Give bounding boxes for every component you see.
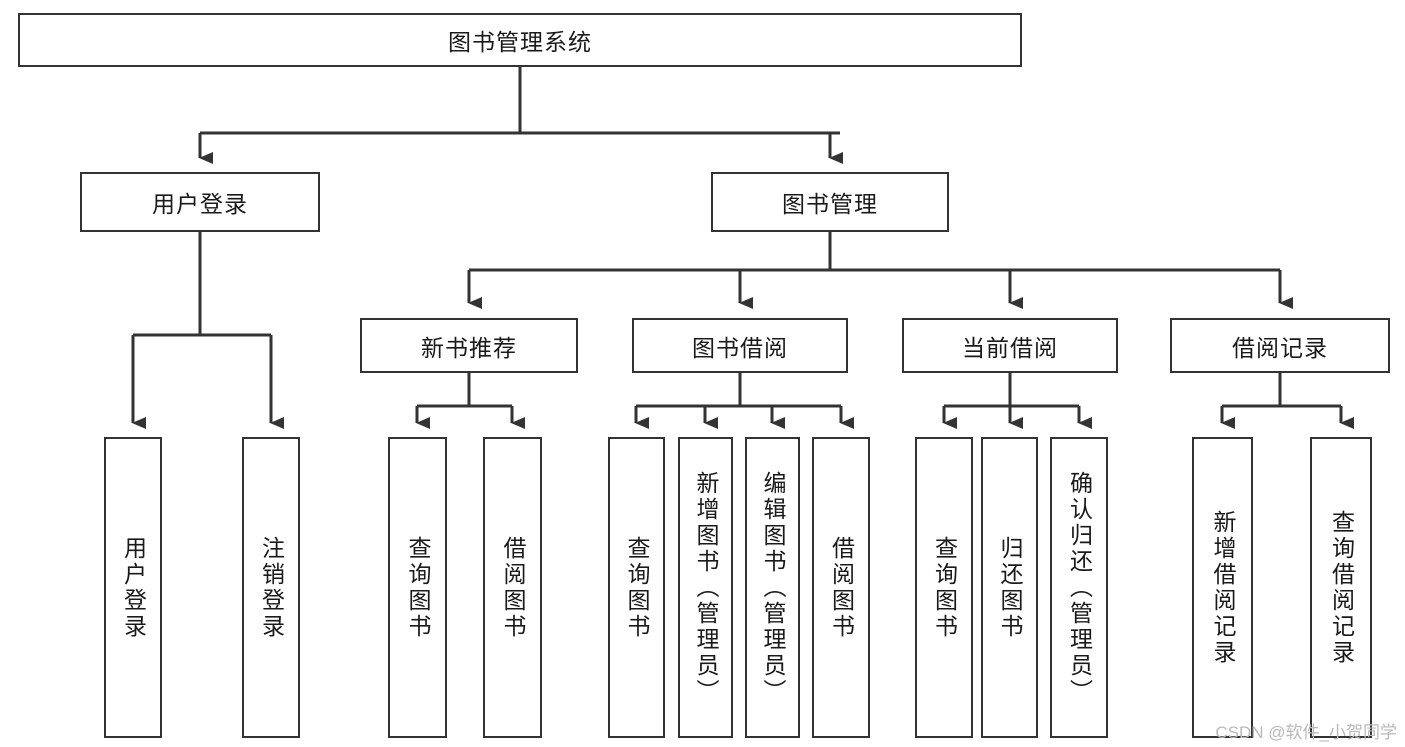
node-label: 查询图书 <box>931 535 958 640</box>
node-leaf-query-borrow-record[interactable]: 查询借阅记录 <box>1310 437 1372 738</box>
node-label: 新书推荐 <box>421 334 517 361</box>
node-leaf-edit-book[interactable]: 编辑图书（管理员） <box>745 437 800 738</box>
node-user-login[interactable]: 用户登录 <box>80 172 320 232</box>
node-label: 图书管理 <box>782 191 878 217</box>
node-leaf-borrow-book-1[interactable]: 借阅图书 <box>483 437 542 738</box>
node-leaf-add-book[interactable]: 新增图书（管理员） <box>678 437 733 738</box>
node-label: 查询图书 <box>624 535 650 640</box>
node-label: 查询图书 <box>405 535 431 640</box>
node-label: 用户登录 <box>152 191 248 217</box>
node-label: 新增借阅记录 <box>1210 509 1236 666</box>
node-leaf-query-book-3[interactable]: 查询图书 <box>915 437 973 738</box>
node-label: 借阅图书 <box>500 535 526 640</box>
node-label: 图书借阅 <box>692 334 788 361</box>
node-label: 确认归还（管理员） <box>1066 470 1093 705</box>
node-label: 编辑图书（管理员） <box>760 470 786 705</box>
node-label: 用户登录 <box>120 535 147 640</box>
node-book-borrow[interactable]: 图书借阅 <box>632 318 848 373</box>
node-leaf-add-borrow-record[interactable]: 新增借阅记录 <box>1192 437 1253 738</box>
node-leaf-return-book[interactable]: 归还图书 <box>981 437 1038 738</box>
node-label: 注销登录 <box>258 535 285 640</box>
node-root[interactable]: 图书管理系统 <box>18 13 1022 67</box>
node-label: 借阅图书 <box>828 535 855 640</box>
node-leaf-user-login[interactable]: 用户登录 <box>104 437 162 738</box>
node-borrow-record[interactable]: 借阅记录 <box>1170 318 1390 373</box>
node-label: 归还图书 <box>997 535 1023 640</box>
node-leaf-query-book-2[interactable]: 查询图书 <box>608 437 665 738</box>
node-book-manage[interactable]: 图书管理 <box>711 172 949 232</box>
node-leaf-confirm-return[interactable]: 确认归还（管理员） <box>1050 437 1108 738</box>
node-label: 借阅记录 <box>1232 334 1328 361</box>
node-new-book-recommend[interactable]: 新书推荐 <box>360 318 578 373</box>
node-leaf-logout[interactable]: 注销登录 <box>242 437 300 738</box>
node-label: 查询借阅记录 <box>1328 509 1355 666</box>
node-label: 图书管理系统 <box>448 29 592 55</box>
node-leaf-borrow-book-2[interactable]: 借阅图书 <box>812 437 870 738</box>
node-current-borrow[interactable]: 当前借阅 <box>902 318 1118 373</box>
node-label: 当前借阅 <box>962 334 1058 361</box>
node-leaf-query-book-1[interactable]: 查询图书 <box>388 437 447 738</box>
node-label: 新增图书（管理员） <box>693 470 719 705</box>
watermark: CSDN @软件_小贺同学 <box>1215 723 1397 742</box>
